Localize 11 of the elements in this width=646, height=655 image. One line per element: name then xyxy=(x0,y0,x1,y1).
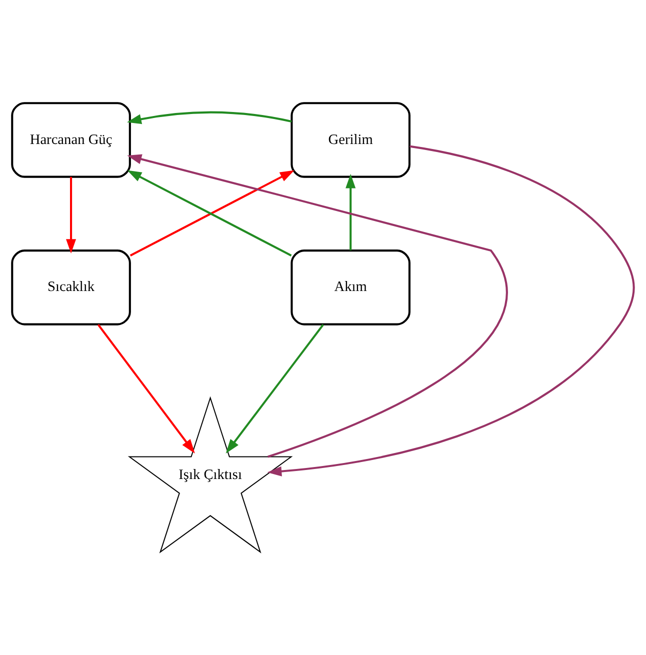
arrow xyxy=(66,176,76,254)
node-box: Akım xyxy=(290,250,410,326)
node-box: Gerilim xyxy=(290,102,410,178)
arrow xyxy=(97,324,195,454)
node-box: Harcanan Güç xyxy=(11,102,131,178)
arrow xyxy=(226,324,324,454)
arrow xyxy=(346,174,356,250)
node-box: Sıcaklık xyxy=(11,250,131,326)
arrow xyxy=(126,111,292,124)
arrow xyxy=(267,145,635,476)
arrow xyxy=(127,154,508,458)
